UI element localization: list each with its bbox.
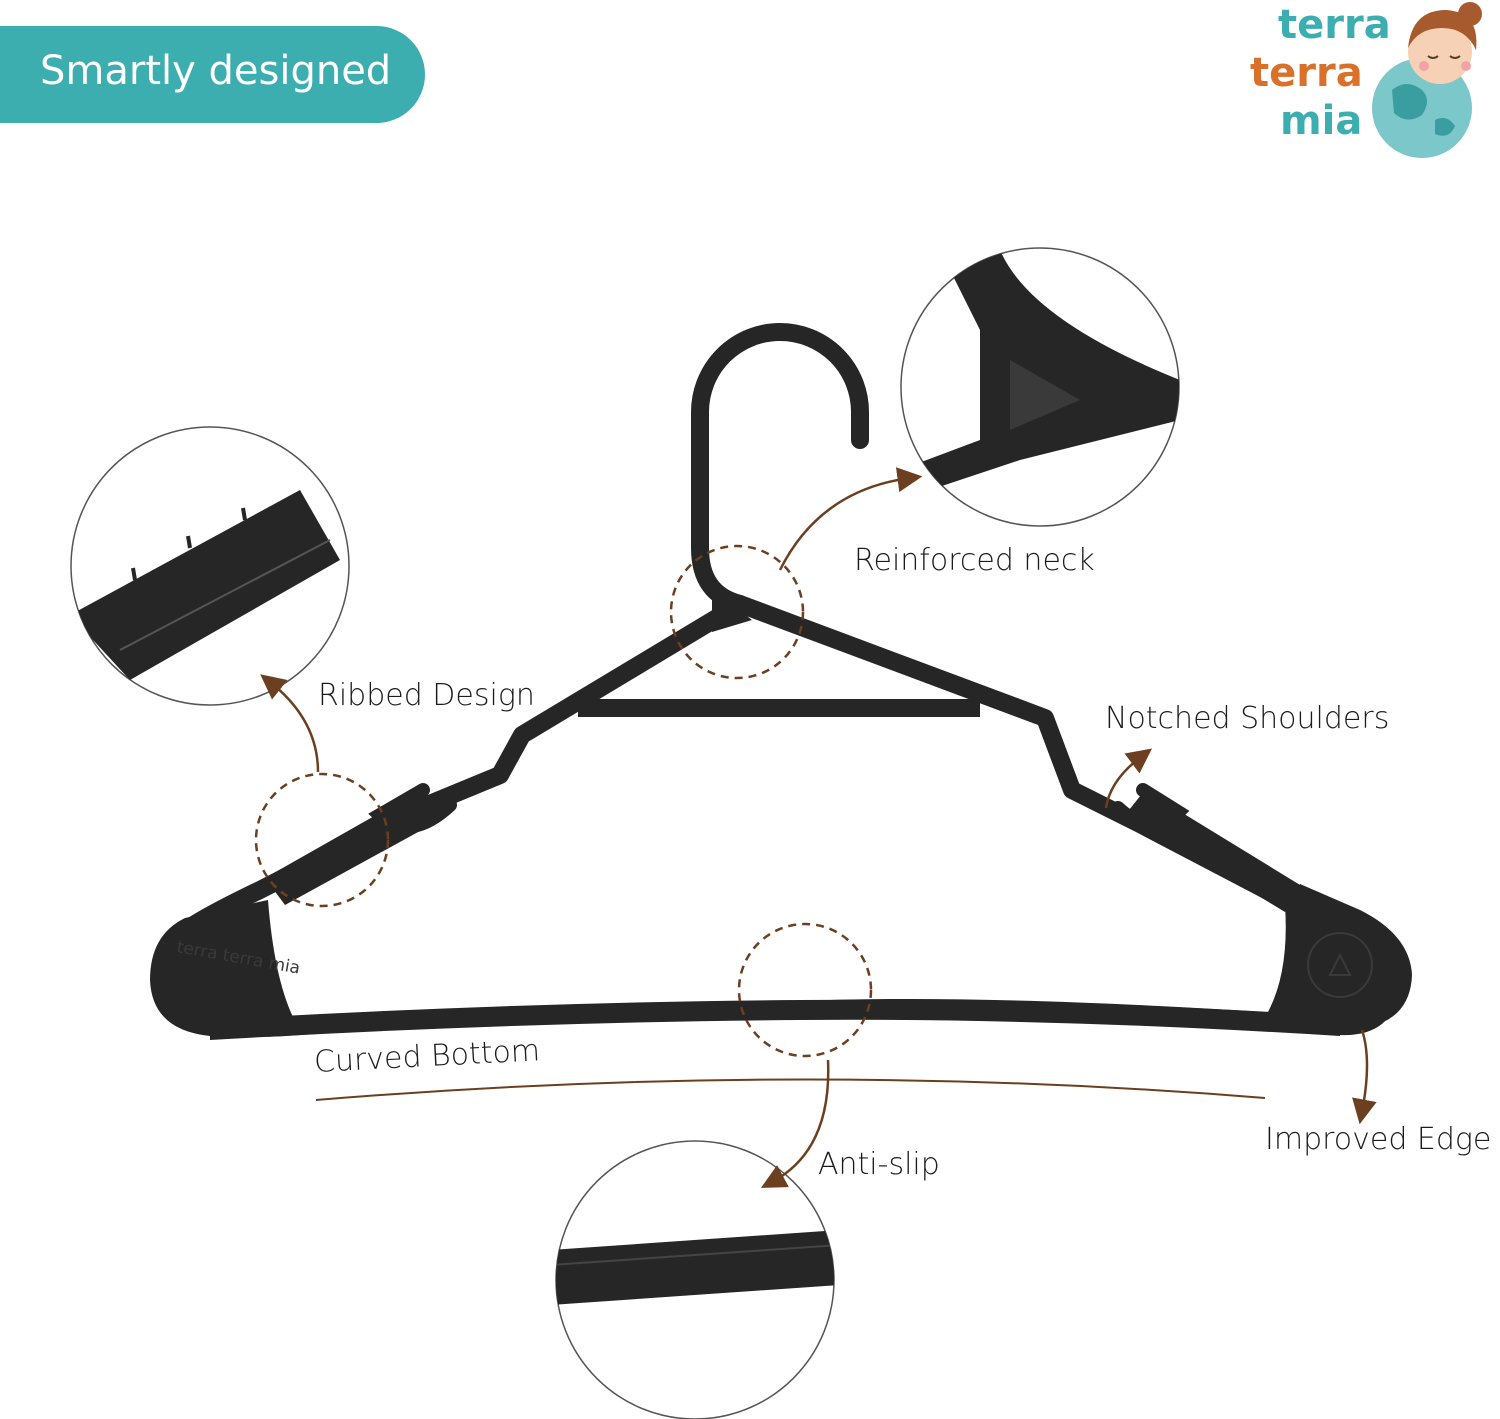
label-notched-shoulders: Notched Shoulders xyxy=(1105,701,1390,736)
label-reinforced-neck: Reinforced neck xyxy=(854,543,1095,578)
logo-line-2: terra xyxy=(1250,50,1363,96)
focus-circle-ribbed xyxy=(254,772,390,908)
title-banner: Smartly designed xyxy=(0,26,425,123)
right-end-plate xyxy=(1262,884,1412,1030)
arrow-ribbed xyxy=(260,674,320,773)
focus-circle-anti-slip xyxy=(737,922,873,1058)
recycle-icon xyxy=(1307,932,1373,998)
logo-line-3: mia xyxy=(1280,98,1362,144)
brand-logo: terra terra mia xyxy=(1250,2,1482,158)
detail-circle-ribbed xyxy=(70,426,350,706)
label-anti-slip: Anti-slip xyxy=(818,1147,940,1182)
detail-circle-anti-slip xyxy=(555,1140,835,1419)
focus-circle-neck xyxy=(669,544,805,680)
label-improved-edge: Improved Edge xyxy=(1265,1122,1492,1157)
arrow-neck xyxy=(778,467,923,571)
hanger-hook xyxy=(691,323,869,613)
hanger-frame xyxy=(152,595,1399,1037)
left-end-plate xyxy=(150,900,300,1036)
arrow-notched xyxy=(1104,748,1152,809)
label-ribbed-design: Ribbed Design xyxy=(318,678,535,713)
logo-line-1: terra xyxy=(1278,2,1391,48)
banner-title: Smartly designed xyxy=(40,48,392,94)
hanger: terra terra mia xyxy=(150,323,1412,1040)
curved-bottom-line xyxy=(315,1078,1266,1101)
detail-circle-neck xyxy=(900,247,1180,527)
arrow-improved-edge xyxy=(1352,1029,1377,1125)
